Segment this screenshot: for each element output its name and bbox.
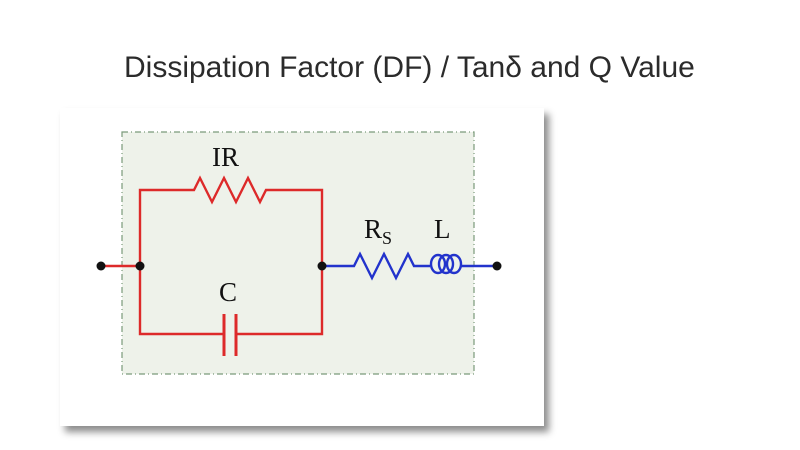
label-ir: IR — [212, 142, 239, 172]
rs-resistor — [322, 251, 430, 281]
ir-resistor-branch — [138, 175, 324, 266]
left-junction-dot — [135, 261, 145, 271]
label-rs-subscript: S — [382, 228, 392, 248]
label-c: C — [219, 277, 237, 307]
label-l: L — [434, 214, 451, 244]
dashed-enclosure — [121, 131, 475, 375]
label-rs: RS — [364, 214, 392, 248]
page-title: Dissipation Factor (DF) / Tanδ and Q Val… — [124, 51, 695, 84]
right-terminal-dot — [492, 261, 502, 271]
left-terminal-dot — [96, 261, 106, 271]
right-junction-dot — [317, 261, 327, 271]
inductor-coil — [429, 253, 463, 275]
capacitor-branch-right-wire — [236, 266, 324, 336]
label-rs-main: R — [364, 214, 382, 244]
capacitor-branch-left-wire — [138, 266, 224, 336]
